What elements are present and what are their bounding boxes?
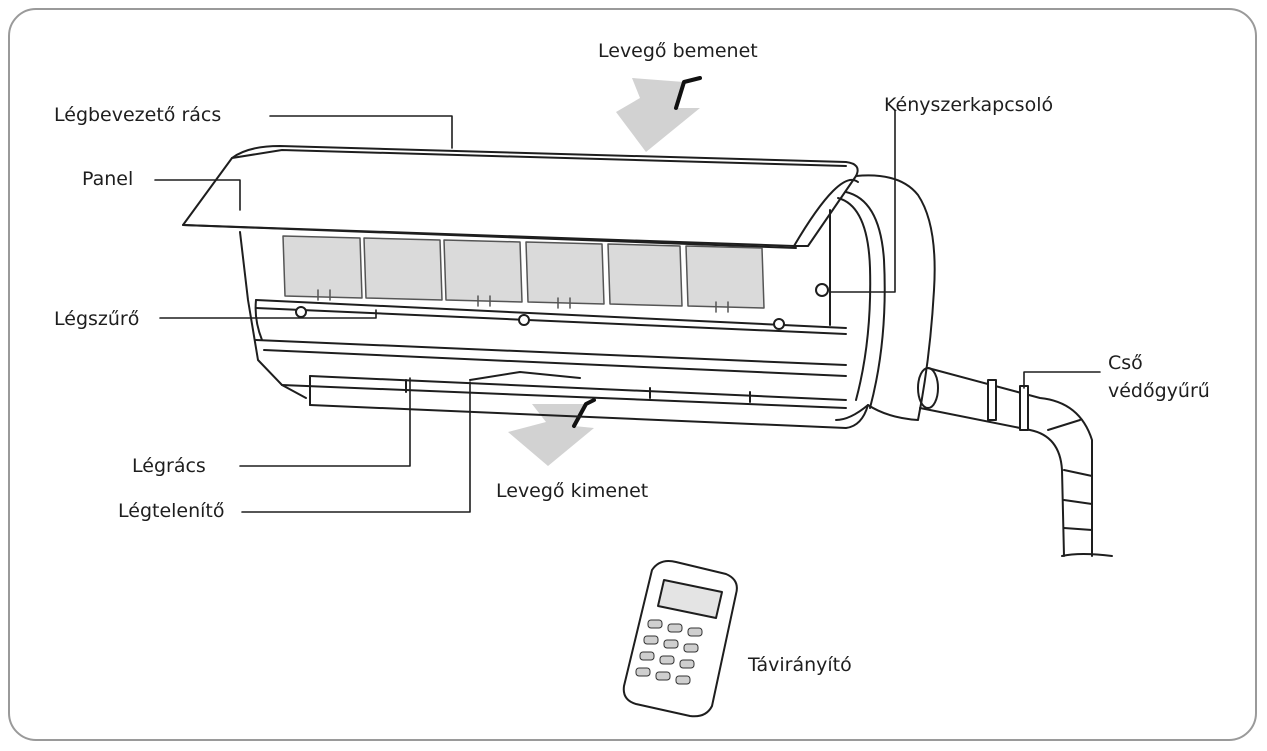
leader-lines bbox=[154, 109, 1101, 513]
remote-label: Távirányító bbox=[748, 654, 852, 676]
forced-switch-button bbox=[815, 283, 829, 297]
air-outlet-label: Levegő kimenet bbox=[496, 480, 649, 502]
louver-label: Légrács bbox=[132, 455, 206, 477]
deodorizer-label: Légtelenítő bbox=[118, 500, 225, 522]
pipe bbox=[917, 367, 1113, 557]
air-inlet-label: Levegő bemenet bbox=[598, 40, 758, 62]
screw-icon bbox=[295, 306, 785, 330]
pipe-label-line1: Cső bbox=[1108, 352, 1143, 374]
pipe-label-line2: védőgyűrű bbox=[1108, 380, 1210, 402]
diagram-frame bbox=[8, 8, 1257, 741]
forced-switch-label: Kényszerkapcsoló bbox=[884, 94, 1054, 116]
air-filter-panels bbox=[282, 235, 765, 309]
outlet-arrow-icon bbox=[508, 398, 596, 466]
intake-grille-label: Légbevezető rács bbox=[54, 104, 222, 126]
ac-body bbox=[182, 145, 936, 429]
panel-label: Panel bbox=[82, 168, 134, 190]
remote-control-icon bbox=[622, 560, 738, 718]
inlet-arrow-icon bbox=[616, 76, 702, 152]
air-filter-label: Légszűrő bbox=[54, 308, 140, 330]
